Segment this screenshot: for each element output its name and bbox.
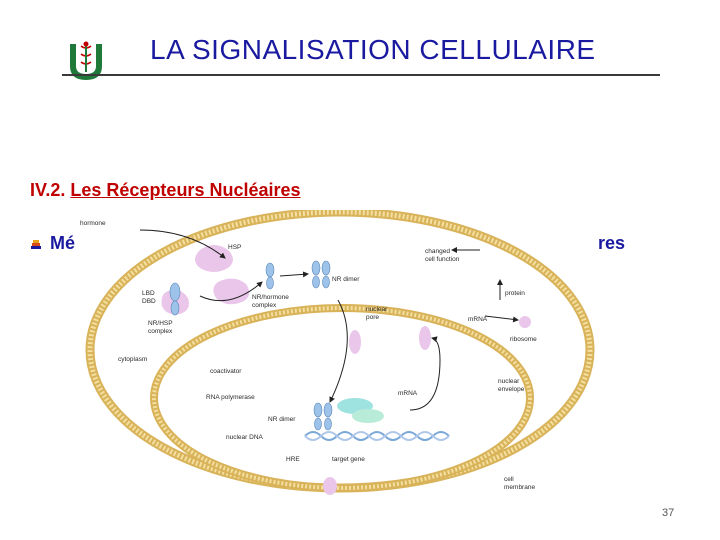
- label-nuclear: nuclear: [366, 306, 388, 313]
- label-lbd: LBD: [142, 290, 155, 297]
- section-heading: IV.2. Les Récepteurs Nucléaires: [30, 180, 301, 201]
- label-cell-function: cell function: [425, 256, 460, 263]
- arrow-hsp-release: [199, 281, 263, 302]
- label-cell: cell: [504, 476, 514, 483]
- arrow-mrna-export: [409, 336, 441, 411]
- page-number: 37: [662, 507, 675, 519]
- label-mrna-top: mRNA: [468, 316, 488, 323]
- nr-dimer-nucleus: [313, 402, 333, 431]
- nr-hormone-complex: [265, 262, 275, 290]
- bullet-text-start: Mé: [50, 233, 76, 253]
- nuclear-pore-bottom: [323, 477, 337, 495]
- arrow-hormone-entry: [139, 229, 226, 259]
- label-hormone: hormone: [80, 220, 106, 227]
- label-changed: changed: [425, 248, 450, 255]
- nr-dimer-cyto: [311, 260, 331, 289]
- label-nr-hsp-complex: complex: [148, 328, 173, 335]
- ribosome-shape: [519, 316, 531, 328]
- section-number: IV.2.: [30, 180, 66, 200]
- label-hre: HRE: [286, 456, 300, 463]
- label-ribosome: ribosome: [510, 336, 537, 343]
- hsp-shape-mid: [213, 278, 250, 305]
- bullet-text-end: res: [598, 233, 626, 253]
- label-coactivator: coactivator: [210, 368, 242, 375]
- label-nr-hormone: NR/hormone: [252, 294, 289, 301]
- label-cytoplasm: cytoplasm: [118, 356, 148, 363]
- diagram-canvas: [85, 210, 595, 495]
- bullet-icon: [30, 238, 42, 250]
- label-nr-dimer: NR dimer: [332, 276, 360, 283]
- nr-hsp-complex: [169, 282, 181, 316]
- label-dbd: DBD: [142, 298, 156, 305]
- logo-icon: [70, 41, 102, 80]
- label-rna-polymerase: RNA polymerase: [206, 394, 255, 401]
- label-hsp: HSP: [228, 244, 242, 251]
- title-divider: [62, 74, 660, 76]
- arrow-dimerization: [279, 271, 309, 278]
- label-nr-hsp: NR/HSP: [148, 320, 173, 327]
- rna-polymerase-shape: [352, 409, 384, 423]
- nuclear-pore-left: [349, 330, 361, 354]
- label-protein: protein: [505, 290, 525, 297]
- label-nr-dimer-bottom: NR dimer: [268, 416, 296, 423]
- hsp-shape-top: [195, 245, 233, 272]
- label-membrane: membrane: [504, 484, 536, 491]
- nuclear-pore-right: [419, 326, 431, 350]
- label-target-gene: target gene: [332, 456, 365, 463]
- label-nr-hormone-complex: complex: [252, 302, 277, 309]
- arrow-nuclear-entry: [329, 299, 348, 403]
- university-logo: [66, 40, 106, 84]
- label-nuclear-envelope-1: nuclear: [498, 378, 520, 385]
- label-pore: pore: [366, 314, 380, 321]
- label-nuclear-dna: nuclear DNA: [226, 434, 263, 441]
- section-title: Les Récepteurs Nucléaires: [70, 180, 301, 200]
- dna-helix: [304, 431, 450, 441]
- slide-title: LA SIGNALISATION CELLULAIRE: [150, 34, 596, 65]
- label-nuclear-envelope-2: envelope: [498, 386, 525, 393]
- arrow-to-ribosome: [484, 315, 519, 323]
- label-mrna-bottom: mRNA: [398, 390, 418, 397]
- nuclear-receptor-diagram: hormone HSP NR dimer changed cell functi…: [80, 210, 600, 500]
